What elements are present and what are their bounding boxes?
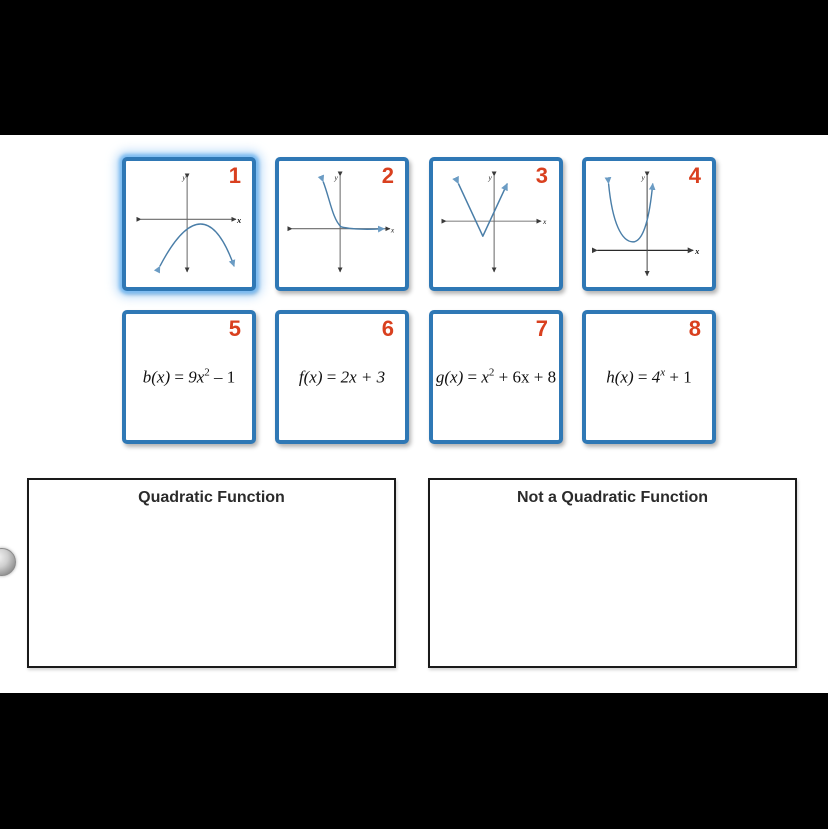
dropzone-title: Not a Quadratic Function <box>516 489 709 506</box>
svg-text:y: y <box>333 173 338 182</box>
svg-text:y: y <box>640 173 645 182</box>
graph-absolute-value-v: x y <box>441 171 547 273</box>
formula-body: 4 <box>651 367 661 387</box>
formula-f-of-x: f(x) = 2x + 3 <box>279 367 405 388</box>
card-number: 7 <box>535 316 548 341</box>
card-1[interactable]: x y 1 <box>122 157 256 291</box>
card-2[interactable]: x y 2 <box>275 157 409 291</box>
dropzone-quadratic-function[interactable]: Quadratic Function <box>27 478 396 668</box>
formula-exponent: 2 <box>204 366 210 379</box>
svg-text:x: x <box>390 225 395 234</box>
formula-fn: g <box>435 367 445 387</box>
formula-tail: + 1 <box>665 367 692 387</box>
svg-text:y: y <box>487 173 492 182</box>
card-7[interactable]: 7 g(x) = x2 + 6x + 8 <box>429 310 563 444</box>
svg-text:x: x <box>542 217 547 226</box>
formula-b-of-x: b(x) = 9x2 – 1 <box>126 367 252 388</box>
formula-arg: (x) <box>614 367 634 387</box>
card-number: 3 <box>535 163 548 188</box>
formula-arg: (x) <box>303 367 323 387</box>
card-number: 6 <box>381 316 394 341</box>
formula-eq: = <box>633 367 652 387</box>
formula-tail: – 1 <box>209 367 236 387</box>
formula-fn: b <box>142 367 152 387</box>
formula-fn: f <box>298 367 304 387</box>
formula-fn: h <box>606 367 615 387</box>
letterbox-bottom <box>0 693 828 829</box>
svg-text:x: x <box>694 246 700 256</box>
formula-eq: = <box>463 367 482 387</box>
card-5[interactable]: 5 b(x) = 9x2 – 1 <box>122 310 256 444</box>
card-6[interactable]: 6 f(x) = 2x + 3 <box>275 310 409 444</box>
scroll-handle-button[interactable] <box>0 548 16 576</box>
card-8[interactable]: 8 h(x) = 4x + 1 <box>582 310 716 444</box>
graph-parabola-opening-up: x y <box>591 171 700 277</box>
card-3[interactable]: x y 3 <box>429 157 563 291</box>
formula-exponent: 2 <box>488 366 495 379</box>
formula-arg: (x) <box>151 367 171 387</box>
formula-eq: = <box>170 367 189 387</box>
formula-tail: + 6x + 8 <box>494 367 557 387</box>
formula-h-of-x: h(x) = 4x + 1 <box>586 367 712 388</box>
card-number: 1 <box>228 163 241 188</box>
card-number: 8 <box>688 316 701 341</box>
letterbox-top <box>0 0 828 135</box>
card-number: 5 <box>228 316 241 341</box>
svg-text:x: x <box>236 215 242 225</box>
svg-text:y: y <box>181 173 186 182</box>
graph-exponential-decay: x y <box>287 171 395 273</box>
formula-body: 2x + 3 <box>340 367 386 387</box>
formula-exponent: x <box>660 366 666 379</box>
dropzone-not-a-quadratic-function[interactable]: Not a Quadratic Function <box>428 478 797 668</box>
card-number: 4 <box>688 163 701 188</box>
graph-parabola-opening-down: x y <box>136 173 242 274</box>
formula-g-of-x: g(x) = x2 + 6x + 8 <box>433 367 559 388</box>
formula-eq: = <box>322 367 341 387</box>
formula-arg: (x) <box>444 367 464 387</box>
dropzone-title: Quadratic Function <box>138 489 285 506</box>
activity-stage: x y 1 x y 2 x y 3 x y <box>0 135 828 693</box>
card-4[interactable]: x y 4 <box>582 157 716 291</box>
formula-body: 9x <box>188 367 205 387</box>
formula-body: x <box>481 367 489 387</box>
card-number: 2 <box>381 163 394 188</box>
